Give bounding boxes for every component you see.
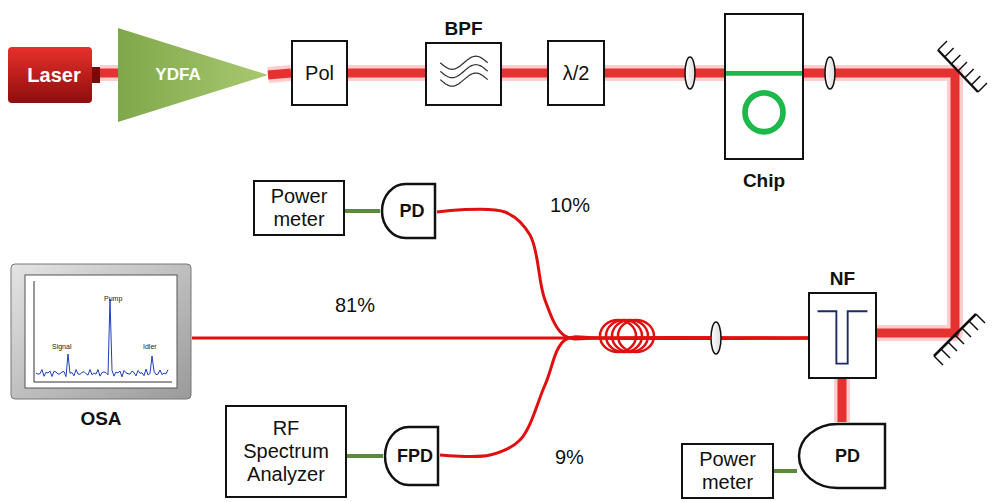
spectrum-label: Idler (143, 343, 157, 350)
connector-stroke (502, 65, 547, 81)
signal-cable (774, 471, 797, 472)
laser-beam (605, 73, 724, 74)
notch-filter-box: NF (808, 292, 877, 379)
split-ratio: 9% (553, 446, 586, 469)
node-label: YDFA (155, 65, 230, 85)
connector-stroke (605, 69, 724, 78)
connector-stroke (100, 65, 118, 81)
power-meter-box: Power meter (253, 180, 345, 236)
signal-cable (347, 456, 383, 457)
notch-filter-box-shape (810, 294, 875, 377)
laser-source: Laser (8, 47, 100, 103)
filter-box: BPF (425, 42, 502, 106)
connector-stroke (440, 337, 808, 457)
photodiode: PD (797, 422, 887, 490)
filter-box-shape (427, 44, 500, 104)
node-heading: NF (830, 268, 855, 290)
signal-cable (345, 211, 380, 212)
fiber (655, 337, 712, 340)
chip-box: Chip (724, 13, 804, 160)
node-label: Laser (27, 64, 80, 87)
laser-beam (842, 379, 843, 422)
connector-stroke (774, 469, 797, 473)
laser-beam (268, 73, 291, 75)
fast-photodiode: FPD (383, 425, 440, 487)
laser-beam (502, 73, 547, 74)
connector-stroke (268, 73, 291, 75)
node-label: PD (393, 201, 425, 222)
node-heading: Chip (743, 170, 785, 192)
node-heading: OSA (80, 408, 121, 430)
connector-stroke (348, 69, 425, 78)
connector-stroke (345, 209, 380, 213)
waveplate-box: λ/2 (547, 40, 605, 106)
node-label: PD (824, 446, 860, 467)
laser-beam (348, 73, 425, 74)
connector-stroke (348, 65, 425, 81)
connector-stroke (838, 379, 847, 422)
spectrum-label: Signal (52, 343, 71, 350)
connector-stroke (502, 69, 547, 78)
node-label: λ/2 (563, 62, 590, 85)
fiber-coil (600, 320, 654, 352)
node-heading: BPF (445, 18, 483, 40)
photodiode: PD (380, 182, 437, 240)
chip-box-shape (726, 15, 802, 158)
connector-stroke (347, 454, 383, 458)
connector-stroke (100, 69, 118, 78)
node-label: RF Spectrum Analyzer (231, 417, 341, 486)
split-ratio: 81% (333, 294, 377, 317)
node-label: Power meter (259, 185, 339, 231)
split-ratio: 10% (548, 194, 592, 217)
polarizer-box: Pol (291, 40, 348, 106)
connector-stroke (268, 73, 291, 75)
amplifier-triangle: YDFA (118, 28, 268, 122)
rf-analyzer-box: RF Spectrum Analyzer (225, 405, 347, 498)
fiber-path (440, 337, 808, 457)
node-label: Power meter (687, 448, 768, 494)
node-label: FPD (390, 446, 433, 467)
mirror (934, 50, 978, 356)
mirror-hatching (934, 41, 987, 365)
laser-beam (100, 73, 118, 74)
power-meter-box: Power meter (681, 443, 774, 499)
connector-stroke (605, 65, 724, 81)
node-label: Pol (305, 62, 334, 85)
osa-monitor-shape (10, 263, 192, 400)
connector-stroke (834, 379, 850, 422)
osa-monitor: OSA (10, 263, 192, 400)
spectrum-label: Pump (104, 295, 122, 302)
